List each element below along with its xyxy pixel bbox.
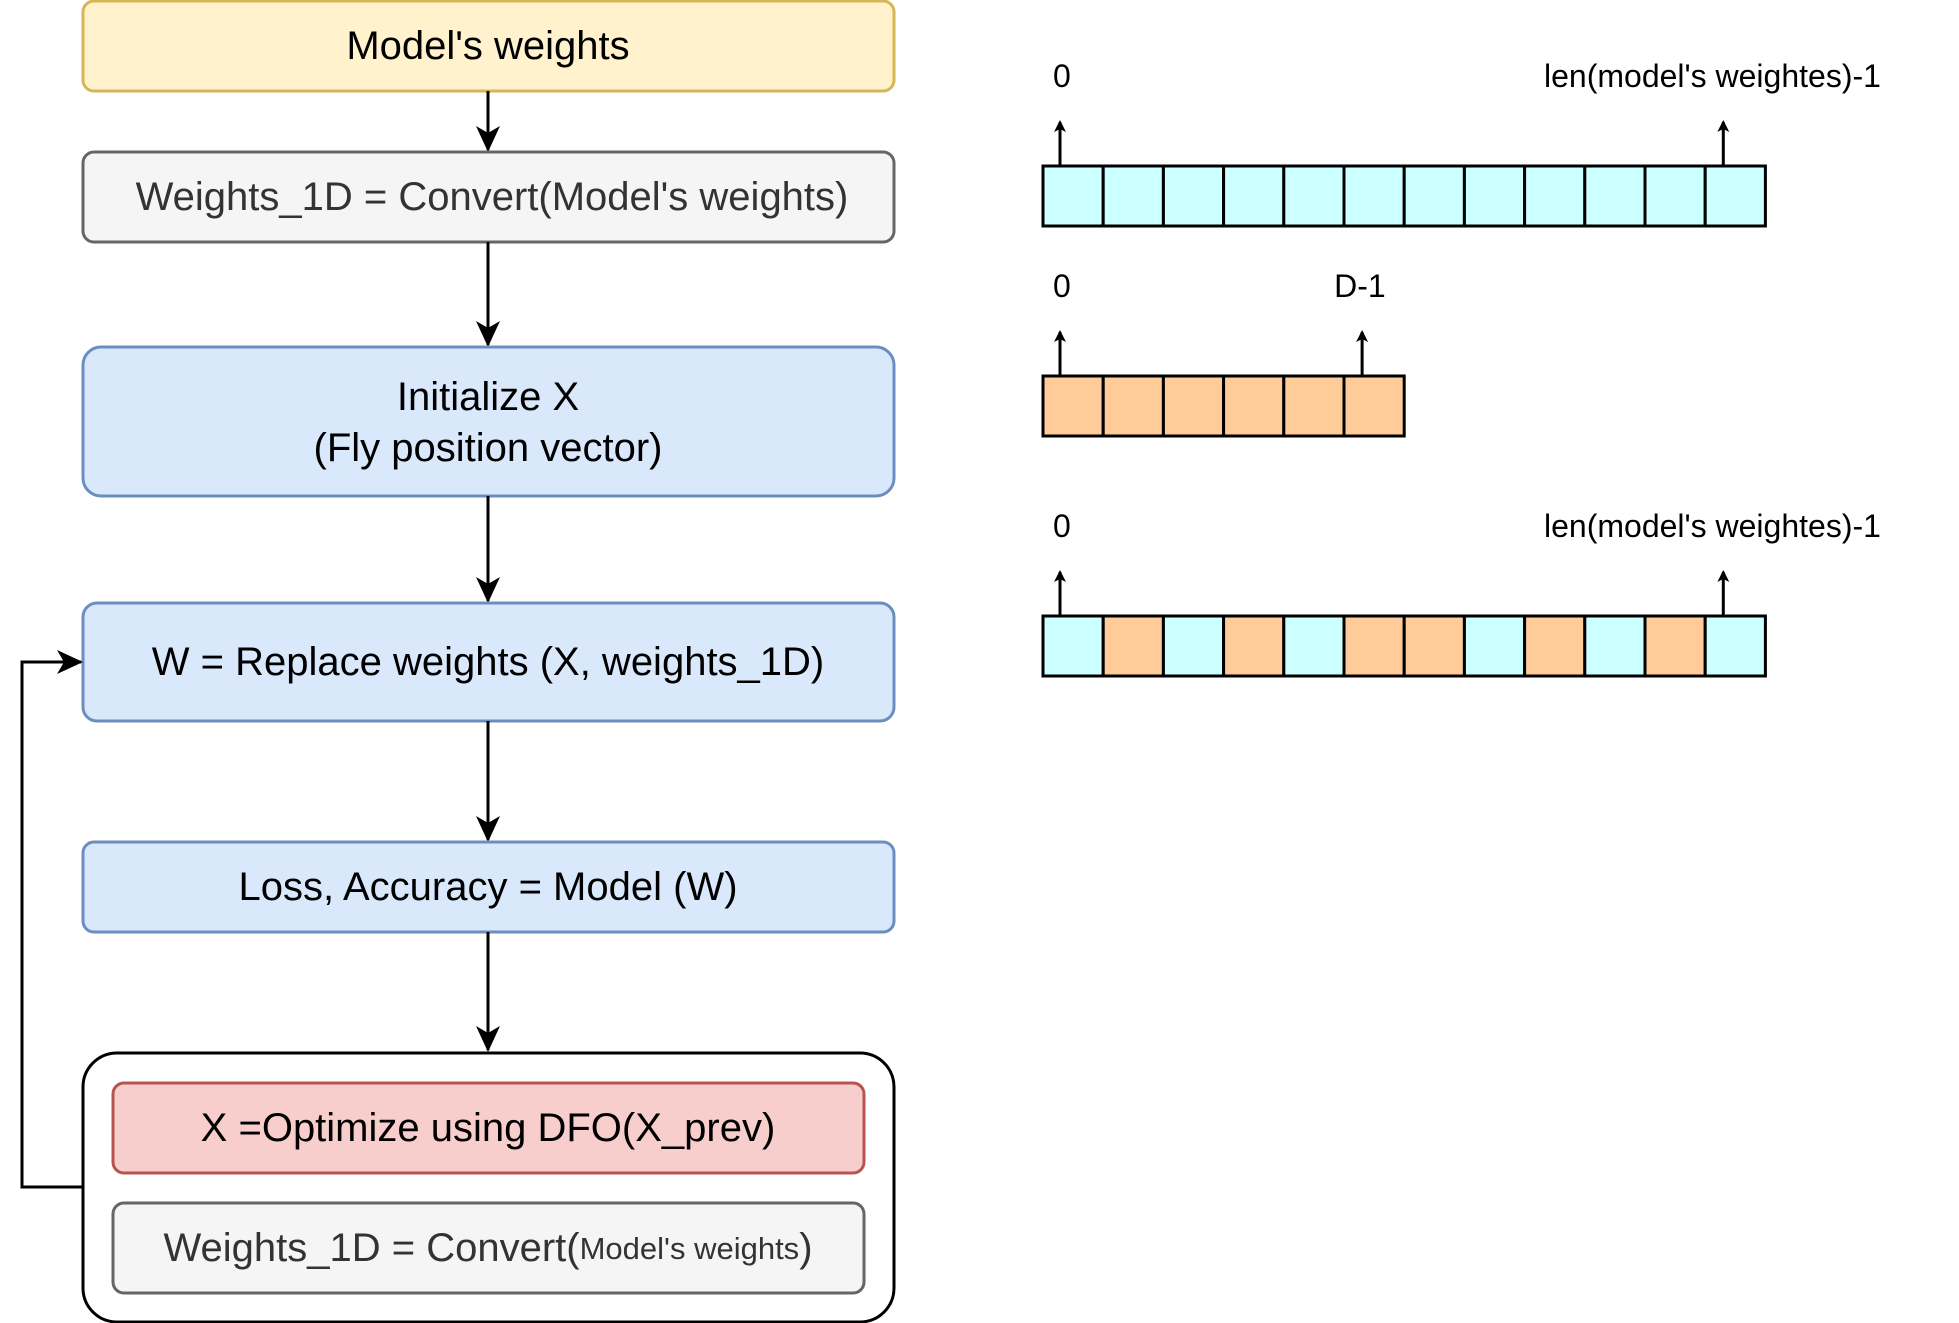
reconvert-arg: Model's weights — [580, 1231, 800, 1266]
full-weights-array-cell — [1643, 164, 1707, 228]
replaced-weights-array-cell — [1402, 614, 1466, 678]
full-weights-array-cell — [1523, 164, 1587, 228]
full-weights-array-cell — [1402, 164, 1466, 228]
model-weights-label: Model's weights — [346, 24, 629, 68]
full-weights-array-end-label: len(model's weightes)-1 — [1544, 58, 1881, 94]
full-weights-array-cell — [1222, 164, 1286, 228]
position-vector-array-cell — [1041, 374, 1105, 438]
replaced-weights-array-cell — [1342, 614, 1406, 678]
reconvert-suffix: ) — [799, 1226, 812, 1270]
position-vector-array-start-label: 0 — [1053, 268, 1071, 304]
replaced-weights-array-cell — [1282, 614, 1346, 678]
replaced-weights-array-cell — [1161, 614, 1226, 678]
reconvert-box[interactable] — [111, 1201, 866, 1295]
position-vector-array-end-label: D-1 — [1334, 268, 1386, 304]
replaced-weights-array-cell — [1523, 614, 1587, 678]
position-vector-array-cell — [1222, 374, 1286, 438]
replaced-weights-array-start-label: 0 — [1053, 508, 1071, 544]
full-weights-array-cell — [1101, 164, 1165, 228]
full-weights-array: 0 len(model's weightes)-1 — [1041, 58, 1881, 228]
full-weights-array-cell — [1583, 164, 1647, 228]
initialize-label: Initialize X — [397, 375, 579, 419]
position-vector-array-cell — [1101, 374, 1165, 438]
full-weights-array-start-label: 0 — [1053, 58, 1071, 94]
replaced-weights-array-end-label: len(model's weightes)-1 — [1544, 508, 1881, 544]
reconvert-label: Weights_1D = Convert(Model's weights) — [163, 1226, 812, 1270]
replaced-weights-array-cell — [1583, 614, 1647, 678]
convert-label: Weights_1D = Convert(Model's weights) — [136, 175, 849, 219]
initialize-box[interactable] — [81, 345, 896, 498]
replaced-weights-array-cell — [1462, 614, 1527, 678]
loss-label: Loss, Accuracy = Model (W) — [238, 865, 737, 909]
full-weights-array-cell — [1161, 164, 1226, 228]
replaced-weights-array: 0 len(model's weightes)-1 — [1041, 508, 1881, 678]
full-weights-array-cell — [1041, 164, 1105, 228]
replaced-weights-array-cell — [1643, 614, 1707, 678]
replaced-weights-array-cell — [1041, 614, 1105, 678]
full-weights-array-cell — [1342, 164, 1406, 228]
replaced-weights-array-cell — [1101, 614, 1165, 678]
replaced-weights-array-cell — [1222, 614, 1286, 678]
full-weights-array-cell — [1282, 164, 1346, 228]
replace-label: W = Replace weights (X, weights_1D) — [152, 640, 825, 684]
loop-back-arrow — [20, 650, 83, 1189]
optimize-box[interactable] — [111, 1081, 866, 1175]
position-vector-array-cell — [1161, 374, 1226, 438]
position-vector-array: 0 D-1 — [1041, 268, 1406, 438]
full-weights-array-cell — [1703, 164, 1767, 228]
full-weights-array-cell — [1462, 164, 1527, 228]
reconvert-prefix: Weights_1D = Convert( — [163, 1226, 580, 1270]
optimize-label: X =Optimize using DFO(X_prev) — [201, 1106, 776, 1150]
initialize-sublabel: (Fly position vector) — [314, 426, 663, 470]
position-vector-array-cell — [1282, 374, 1346, 438]
replaced-weights-array-cell — [1703, 614, 1767, 678]
position-vector-array-cell — [1342, 374, 1406, 438]
